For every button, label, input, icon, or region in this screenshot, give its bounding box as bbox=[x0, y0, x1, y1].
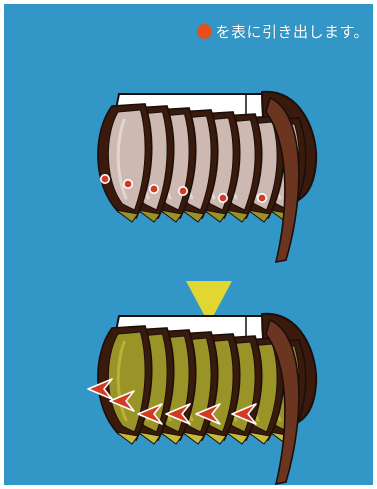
red-dot-marker bbox=[219, 194, 227, 202]
red-dot-marker bbox=[124, 180, 132, 188]
top-fan-stack bbox=[98, 92, 316, 262]
red-dot-marker bbox=[258, 194, 266, 202]
red-dot-marker bbox=[101, 175, 109, 183]
red-dot-marker bbox=[179, 187, 187, 195]
bottom-fan-stack bbox=[88, 314, 316, 484]
red-dot-marker bbox=[150, 185, 158, 193]
